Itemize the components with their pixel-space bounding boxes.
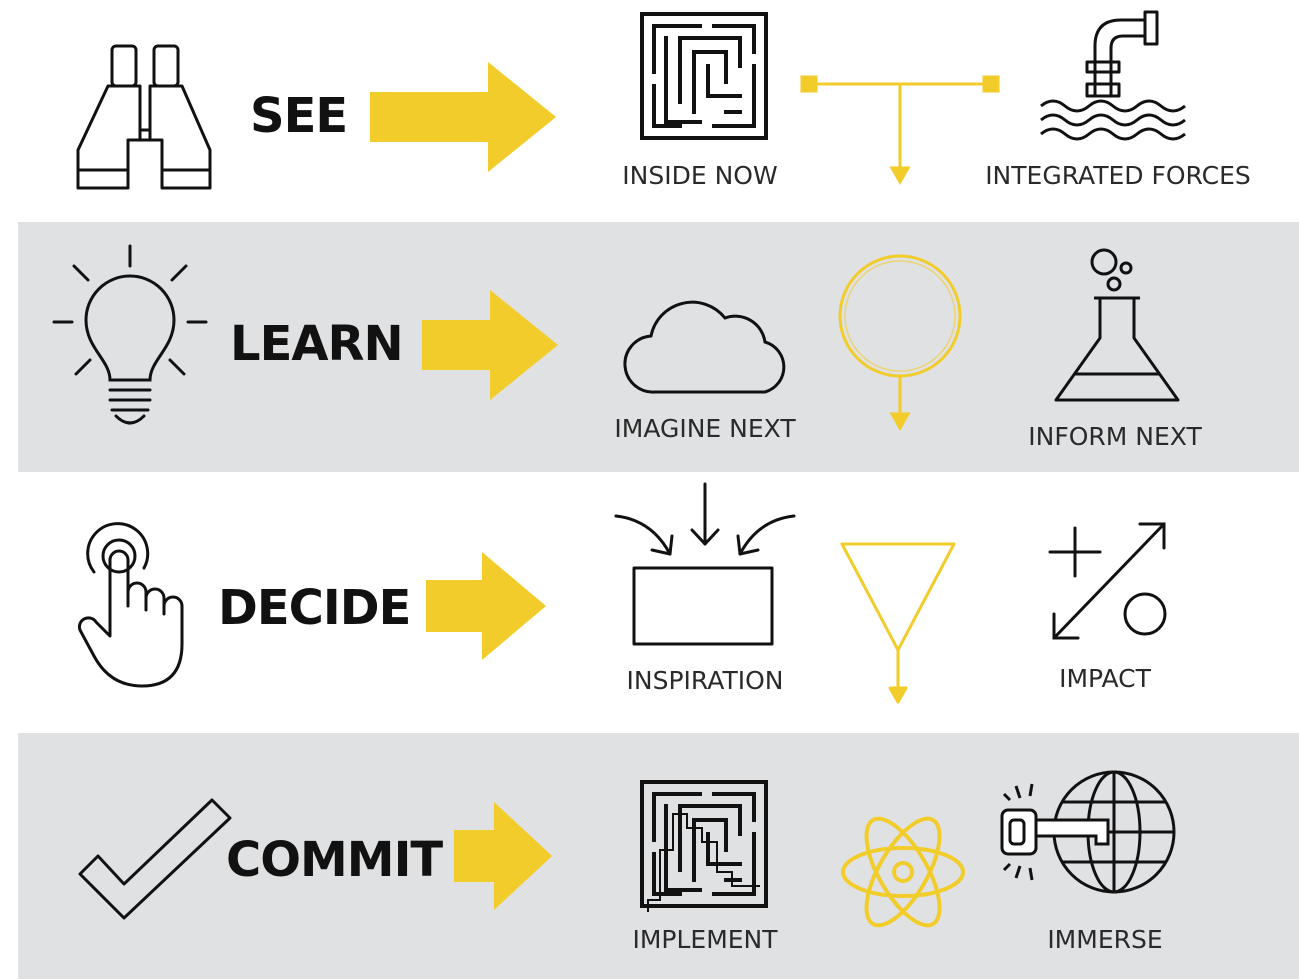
label-integrated-forces: INTEGRATED FORCES bbox=[985, 161, 1251, 190]
label-imagine-next: IMAGINE NEXT bbox=[614, 414, 796, 443]
yellow-arrow-right bbox=[426, 552, 546, 660]
hand-tap-icon bbox=[77, 522, 184, 688]
lightbulb-icon bbox=[52, 244, 208, 425]
label-inside-now: INSIDE NOW bbox=[622, 161, 778, 190]
row-band-learn bbox=[18, 222, 1299, 472]
verb-commit: COMMIT bbox=[226, 832, 443, 888]
plus-circle-arrows-icon bbox=[1048, 522, 1167, 640]
label-immerse: IMMERSE bbox=[1047, 925, 1163, 954]
circle-arrow bbox=[838, 254, 962, 432]
row-band-commit bbox=[18, 733, 1299, 979]
atom-icon bbox=[841, 816, 965, 928]
label-inform-next: INFORM NEXT bbox=[1028, 422, 1202, 451]
label-impact: IMPACT bbox=[1059, 664, 1151, 693]
verb-learn: LEARN bbox=[230, 316, 404, 372]
yellow-arrow-right bbox=[370, 62, 556, 172]
pipe-water-icon bbox=[1040, 10, 1186, 141]
funnel-arrow bbox=[840, 542, 956, 704]
label-implement: IMPLEMENT bbox=[632, 925, 778, 954]
t-junction-arrow bbox=[800, 75, 1000, 186]
label-inspiration: INSPIRATION bbox=[626, 666, 784, 695]
arrows-into-box-icon bbox=[614, 482, 796, 646]
yellow-arrow-right bbox=[422, 290, 558, 400]
key-globe-icon bbox=[1000, 770, 1176, 894]
verb-decide: DECIDE bbox=[218, 580, 411, 636]
flask-icon bbox=[1054, 248, 1180, 402]
yellow-arrow-right bbox=[454, 802, 552, 910]
maze-icon bbox=[640, 12, 768, 140]
cloud-icon bbox=[623, 300, 786, 394]
checkmark-icon bbox=[78, 798, 232, 920]
maze-path-icon bbox=[640, 780, 768, 912]
verb-see: SEE bbox=[250, 88, 348, 144]
binoculars-icon bbox=[76, 44, 212, 190]
